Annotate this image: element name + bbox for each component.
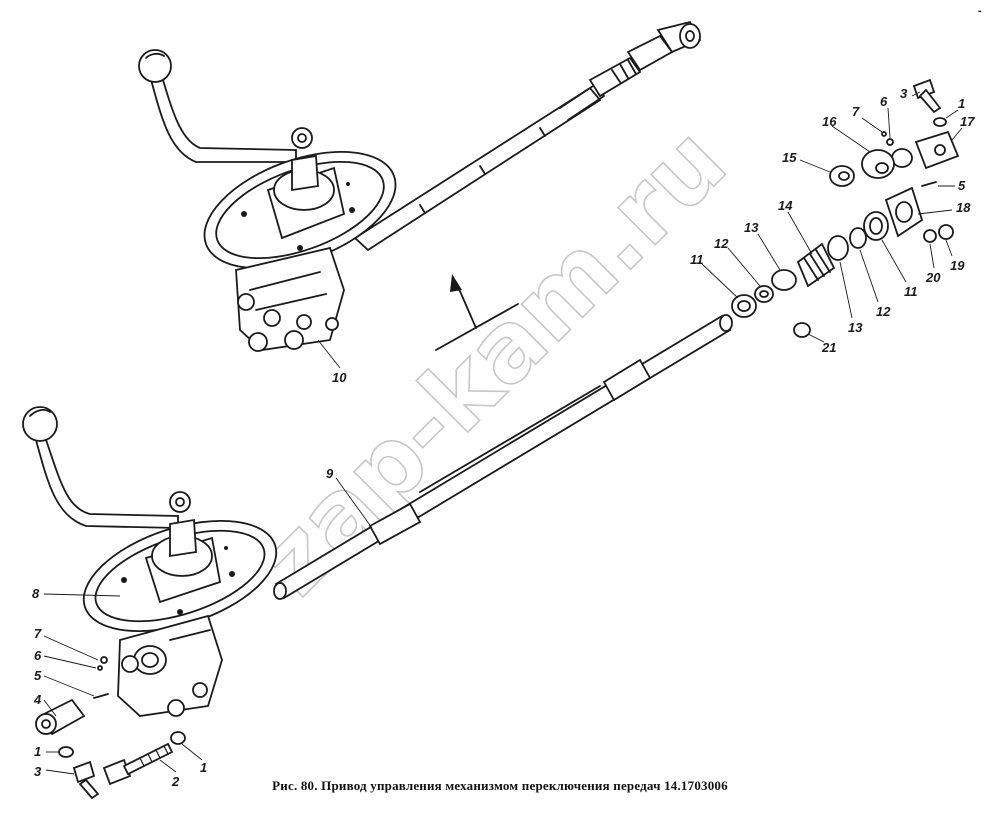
- washer-1-top: [933, 117, 947, 127]
- lower-gear-lever: [22, 406, 179, 529]
- callout-4: 4: [33, 692, 42, 707]
- lower-base-plate: [82, 491, 278, 633]
- callout-5-top: 5: [958, 178, 966, 193]
- exploded-parts: [731, 78, 960, 338]
- clip-7-top: [881, 131, 887, 137]
- lower-shift-assembly: [22, 406, 278, 800]
- bolt-2: [102, 742, 174, 786]
- callout-6-bottom: 6: [34, 648, 42, 663]
- callout-21: 21: [821, 340, 836, 355]
- pin-6-top: [886, 138, 894, 146]
- ring-11-right: [863, 211, 889, 241]
- callout-13-bottom: 13: [848, 320, 863, 335]
- callout-5-bottom: 5: [34, 668, 42, 683]
- callout-14: 14: [778, 198, 793, 213]
- callout-3-bottom: 3: [34, 764, 42, 779]
- callout-labels: 3 1 6 7 16 17 15 5 18 14 13 12 11 20 19 …: [32, 86, 975, 789]
- callout-12-top: 12: [714, 236, 729, 251]
- callout-18: 18: [956, 200, 971, 215]
- callout-16: 16: [822, 114, 837, 129]
- nut-21: [793, 322, 811, 338]
- pin-5-top: [921, 181, 937, 187]
- lower-shift-housing: [117, 614, 223, 717]
- callout-11-bottom: 11: [904, 284, 918, 299]
- upper-control-rod: [353, 20, 702, 252]
- upper-base-plate: [203, 127, 397, 270]
- callout-10: 10: [332, 370, 347, 385]
- callout-13-top: 13: [744, 220, 759, 235]
- callout-7-top: 7: [852, 104, 860, 119]
- callout-15: 15: [782, 150, 797, 165]
- nut-20: [923, 229, 937, 243]
- callout-1-top: 1: [958, 96, 965, 111]
- flange-18: [884, 186, 924, 238]
- callout-8: 8: [32, 586, 40, 601]
- clip-7-bottom: [100, 656, 108, 664]
- callout-6-top: 6: [880, 94, 888, 109]
- callout-7-bottom: 7: [34, 626, 42, 641]
- upper-gear-lever: [138, 49, 297, 163]
- ring-11-left: [731, 294, 757, 318]
- ball-joint-4: [35, 698, 86, 736]
- pin-5-bottom: [93, 693, 109, 699]
- bolt-3-bottom: [72, 760, 100, 800]
- shaft-9: [273, 314, 733, 600]
- callout-3-top: 3: [900, 86, 908, 101]
- callout-9: 9: [326, 466, 334, 481]
- boot-14: [796, 242, 836, 288]
- washer-12-right: [849, 227, 867, 249]
- upper-shift-housing: [235, 246, 345, 352]
- callout-11-top: 11: [690, 252, 704, 267]
- callout-2: 2: [171, 774, 180, 789]
- callout-20: 20: [925, 270, 941, 285]
- direction-arrow: [435, 274, 519, 351]
- corner-mark: -: [978, 5, 982, 17]
- upper-shift-assembly: [138, 20, 702, 352]
- washer-1-left: [58, 746, 74, 758]
- washer-12-left: [754, 285, 774, 303]
- callout-17: 17: [960, 114, 975, 129]
- bushing-13-right: [827, 235, 849, 261]
- washer-1-right: [170, 731, 186, 745]
- bushing-13-left: [771, 269, 797, 291]
- leader-lines: [43, 91, 963, 775]
- bolt-3-top: [912, 78, 942, 114]
- callout-1-right: 1: [200, 760, 207, 775]
- bushing-15: [829, 165, 855, 187]
- callout-19: 19: [950, 258, 965, 273]
- nut-19: [938, 224, 954, 240]
- callout-1-left: 1: [34, 744, 41, 759]
- ball-joint-17: [891, 130, 960, 170]
- socket-16: [861, 149, 895, 179]
- callout-12-bottom: 12: [876, 304, 891, 319]
- figure-caption: Рис. 80. Привод управления механизмом пе…: [272, 778, 728, 793]
- pin-6-bottom: [97, 665, 103, 671]
